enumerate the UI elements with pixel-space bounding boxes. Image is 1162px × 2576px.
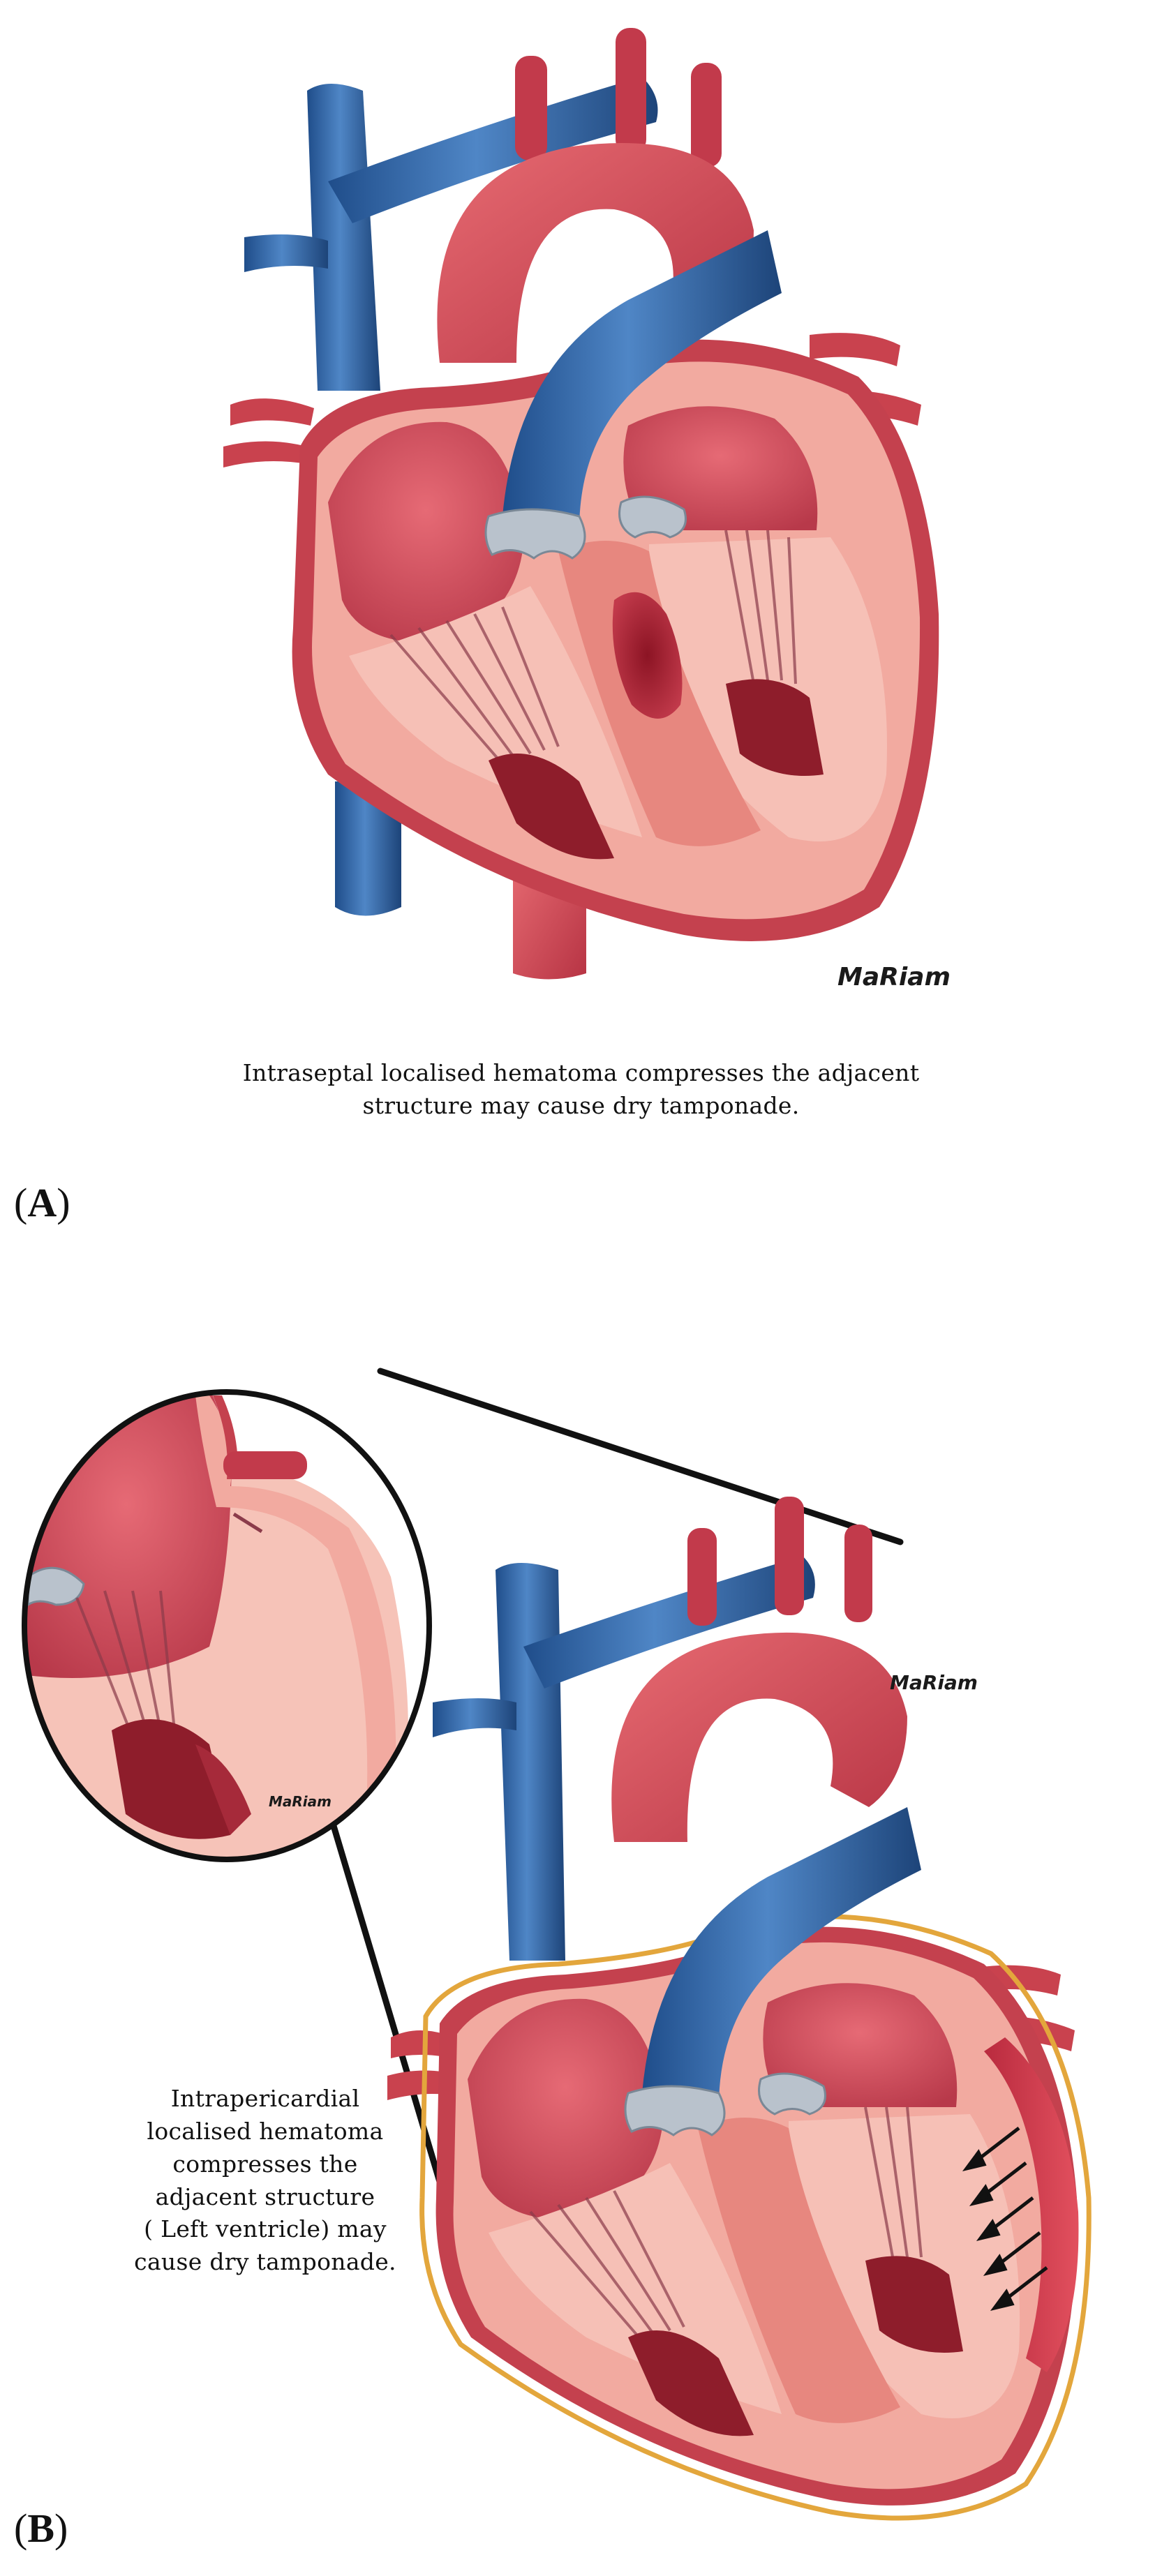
superior-vena-cava-b [496, 1563, 565, 1961]
aorta-branch-3 [691, 63, 722, 167]
artist-signature-inset: MaRiam [269, 1793, 332, 1810]
pulmonary-branch-right [810, 333, 900, 366]
right-atrium [328, 421, 523, 643]
pericardial-hematoma [984, 2037, 1079, 2372]
inset-circle-border [22, 1389, 432, 1862]
septal-hematoma [612, 592, 683, 719]
inset-magnified-view [24, 1392, 429, 1859]
brachiocephalic-vein [328, 77, 658, 223]
inferior-vena-cava [335, 781, 401, 916]
caption-a-line-1: Intraseptal localised hematoma compresse… [242, 1059, 920, 1086]
left-atrium [623, 406, 818, 530]
heart-illustration-b [22, 1368, 1092, 2521]
caption-b: Intrapericardial localised hematoma comp… [98, 2083, 433, 2279]
caption-b-line-1: Intrapericardial [170, 2085, 360, 2112]
caption-a: Intraseptal localised hematoma compresse… [167, 1057, 995, 1123]
panel-a: MaRiam Intraseptal localised hematoma co… [0, 0, 1162, 1256]
papillary-muscle-right [489, 754, 614, 860]
aorta-branch-1 [515, 56, 547, 160]
caption-b-line-4: adjacent structure [155, 2182, 375, 2210]
vena-left-stub [244, 234, 328, 272]
caption-a-line-2: structure may cause dry tamponade. [362, 1091, 800, 1119]
panel-label-b: (B) [14, 2506, 68, 2551]
caption-b-line-3: compresses the [172, 2150, 358, 2178]
caption-b-line-2: localised hematoma [147, 2117, 384, 2145]
artist-signature-b: MaRiam [890, 1671, 978, 1694]
panel-b: MaRiam MaRiam Intrapericardial localised… [0, 1256, 1162, 2576]
caption-b-line-6: cause dry tamponade. [134, 2248, 396, 2276]
panel-label-a: (A) [14, 1180, 70, 1225]
heart-main-b [387, 1497, 1092, 2521]
pericardium [419, 1914, 1092, 2521]
superior-vena-cava [307, 84, 380, 391]
pulmonary-trunk [502, 230, 782, 530]
compression-arrows [962, 2127, 1048, 2312]
chordae-tendineae-right [389, 606, 560, 765]
aortic-valve [618, 495, 687, 539]
pulmonary-valve [484, 508, 586, 560]
caption-b-line-5: ( Left ventricle) may [144, 2215, 387, 2243]
artist-signature-a: MaRiam [837, 963, 951, 991]
pulmonary-branch-left [230, 398, 314, 426]
papillary-muscle-left [726, 679, 824, 776]
chordae-tendineae-left [724, 530, 797, 684]
zoom-line-top [377, 1368, 904, 1545]
heart-illustration-a [223, 28, 939, 980]
aorta-branch-2 [616, 28, 646, 153]
pulmonary-branch-left-2 [223, 441, 307, 467]
